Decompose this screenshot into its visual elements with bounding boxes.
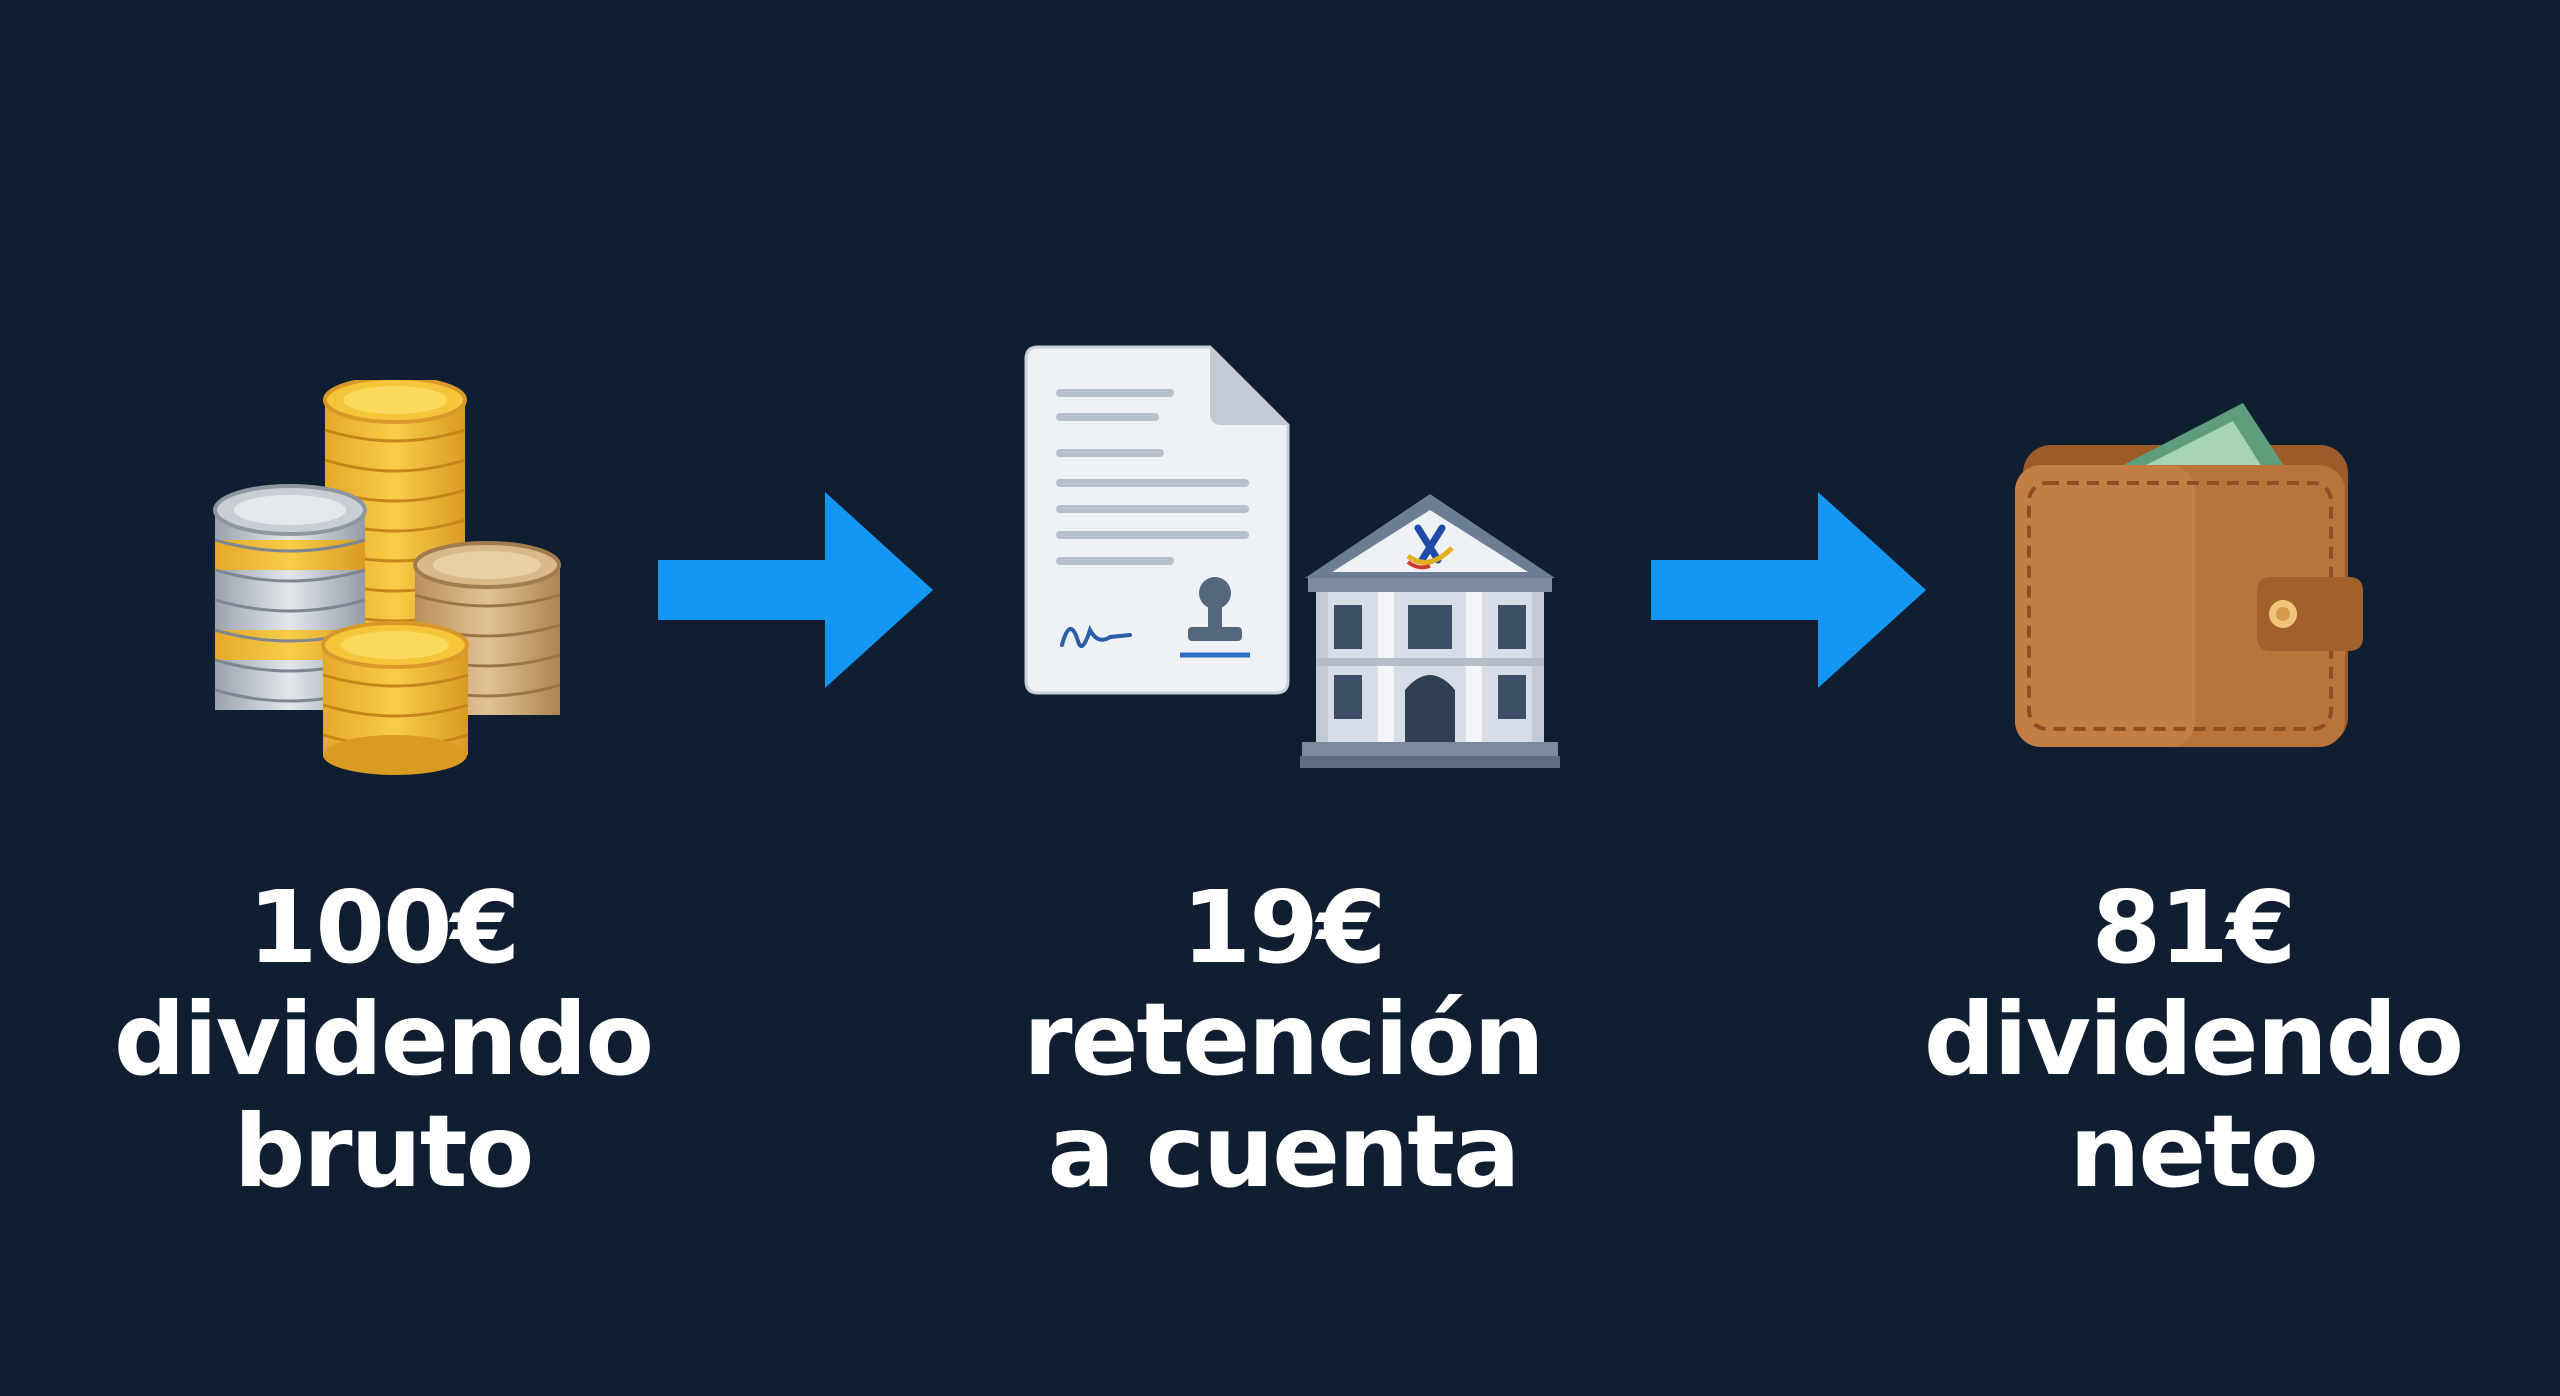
- amount-text: 19€: [1181, 869, 1387, 986]
- wallet-with-cash-icon: [2015, 395, 2365, 750]
- right-arrow-icon: [1648, 490, 1928, 690]
- description-line-1: dividendo: [113, 981, 654, 1098]
- arrow-shape: [1651, 492, 1926, 688]
- amount-text: 81€: [2091, 869, 2297, 986]
- description-line-2: neto: [2069, 1093, 2319, 1210]
- description-line-2: bruto: [233, 1093, 535, 1210]
- step-label-withholding: 19€ retención a cuenta: [963, 872, 1603, 1208]
- signed-document-icon: [1020, 345, 1290, 695]
- arrow-shape: [658, 492, 933, 688]
- coin-stacks-icon: [205, 380, 565, 780]
- step-label-net-dividend: 81€ dividendo neto: [1873, 872, 2513, 1208]
- right-arrow-icon: [655, 490, 935, 690]
- amount-text: 100€: [247, 869, 520, 986]
- description-line-1: dividendo: [1923, 981, 2464, 1098]
- tax-agency-building-icon: [1300, 490, 1560, 770]
- description-line-2: a cuenta: [1047, 1093, 1520, 1210]
- step-label-gross-dividend: 100€ dividendo bruto: [63, 872, 703, 1208]
- description-line-1: retención: [1023, 981, 1544, 1098]
